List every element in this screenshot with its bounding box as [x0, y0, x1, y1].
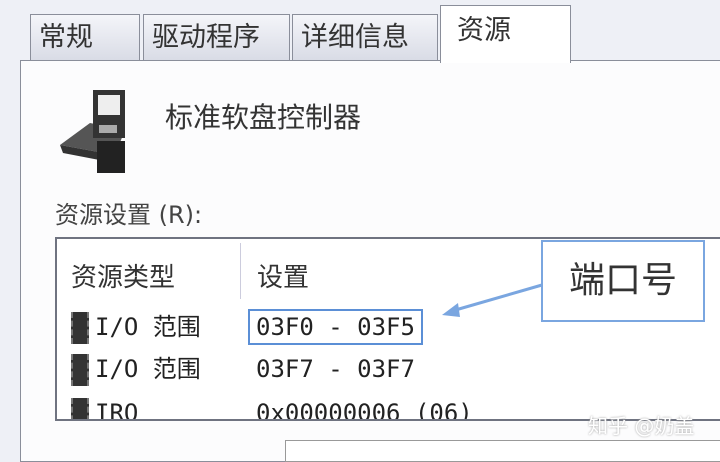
resource-setting: 03F0 - 03F5 — [248, 309, 423, 345]
floppy-controller-icon — [60, 90, 125, 173]
tab-resources[interactable]: 资源 — [440, 5, 571, 63]
tab-general[interactable]: 常规 — [30, 14, 140, 60]
resource-settings-label: 资源设置 (R): — [55, 201, 203, 229]
tab-driver[interactable]: 驱动程序 — [143, 14, 290, 60]
column-divider[interactable] — [240, 243, 241, 299]
table-row[interactable]: I/O 范围 03F0 - 03F5 — [71, 307, 671, 347]
column-header-type[interactable]: 资源类型 — [71, 263, 176, 293]
column-header-setting[interactable]: 设置 — [257, 263, 310, 293]
callout-arrow-icon — [442, 283, 543, 317]
watermark: 知乎 @奶盖 — [588, 414, 695, 438]
resource-type: I/O 范围 — [95, 355, 201, 383]
chip-icon — [71, 312, 89, 344]
chip-icon — [71, 354, 89, 386]
resource-type: IRQ — [95, 399, 139, 421]
port-number-callout: 端口号 — [541, 240, 705, 322]
resource-setting: 03F7 - 03F7 — [256, 355, 415, 383]
table-row[interactable]: I/O 范围 03F7 - 03F7 — [71, 349, 671, 389]
tab-details[interactable]: 详细信息 — [292, 14, 438, 60]
chip-icon — [71, 398, 89, 419]
resource-type: I/O 范围 — [95, 313, 201, 341]
resource-setting: 0x00000006 (06) — [256, 399, 473, 421]
conflict-box — [285, 440, 720, 462]
device-name: 标准软盘控制器 — [165, 101, 362, 134]
table-row[interactable]: IRQ 0x00000006 (06) — [71, 393, 671, 421]
